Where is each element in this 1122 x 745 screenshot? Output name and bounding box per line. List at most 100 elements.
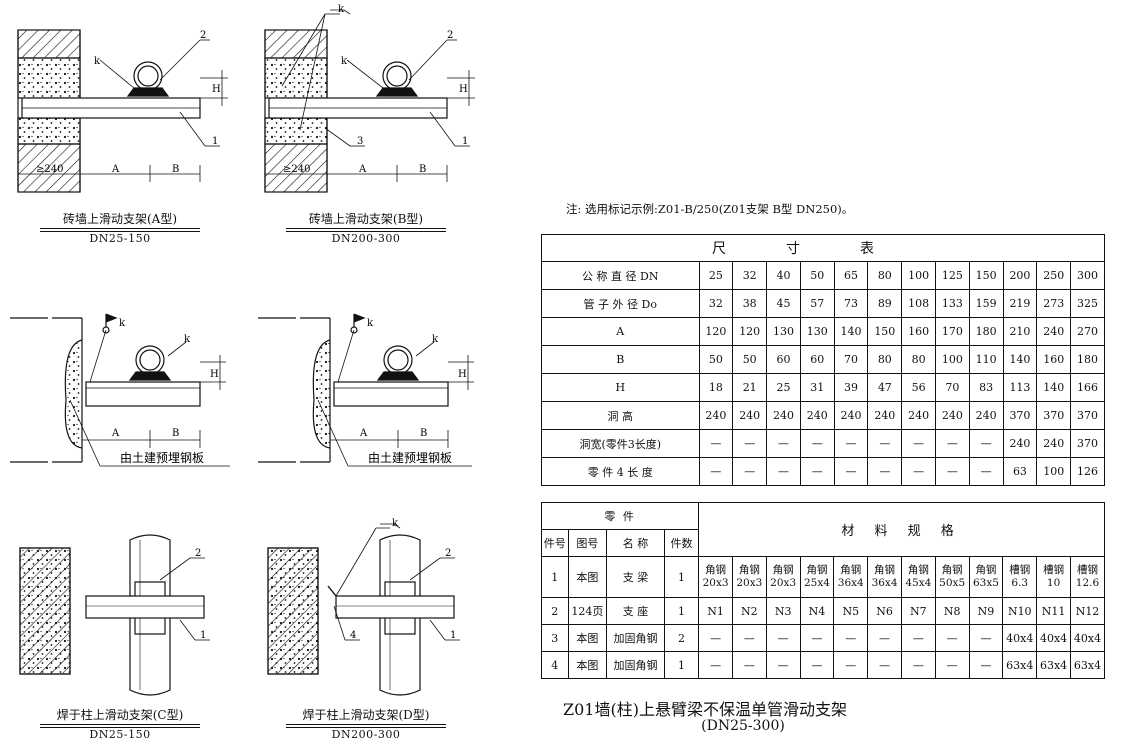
spec-cell: N1 [698, 597, 733, 625]
figure-a-subtitle: DN25-150 [40, 231, 200, 245]
figure-c-subtitle: DN25-150 [40, 727, 200, 741]
weld-k-a: k [94, 56, 101, 67]
table-cell: 100 [934, 345, 970, 374]
table-cell: 160 [1036, 345, 1072, 374]
table-cell: — [698, 457, 734, 486]
table-cell: 240 [968, 401, 1004, 430]
table-cell: 65 [833, 261, 869, 290]
table-cell: 83 [968, 373, 1004, 402]
table-cell: 80 [901, 345, 936, 374]
table-cell: 270 [1070, 317, 1105, 346]
weld-k-b: k [341, 56, 348, 67]
table-cell: 240 [732, 401, 768, 430]
spec-cell: N9 [968, 597, 1004, 625]
table-cell: 60 [766, 345, 801, 374]
table-cell: 273 [1036, 289, 1072, 318]
spec-cell: N2 [731, 597, 767, 625]
dim-a-a: A [111, 164, 120, 175]
table-cell: 56 [901, 373, 936, 402]
table-cell: 166 [1070, 373, 1105, 402]
part-1-d: 1 [450, 630, 456, 641]
table-cell: 80 [867, 261, 903, 290]
spec-cell: N3 [765, 597, 801, 625]
spec-cell: — [833, 651, 869, 679]
table-cell: — [867, 429, 903, 458]
spec-cell: N10 [1002, 597, 1038, 625]
table-cell: 240 [1002, 429, 1038, 458]
dim-a-left-middle: A [111, 428, 120, 439]
part-name: 支 梁 [606, 556, 665, 598]
column-header: 件数 [663, 529, 700, 557]
table-cell: 133 [934, 289, 970, 318]
spec-cell: — [765, 651, 801, 679]
dim-a-right-middle: A [359, 428, 368, 439]
spec-cell: — [934, 651, 970, 679]
table-cell: — [766, 457, 801, 486]
spec-cell: — [698, 624, 733, 652]
table-cell: 80 [867, 345, 903, 374]
spec-cell: N8 [934, 597, 970, 625]
figure-d-title: 焊于柱上滑动支架(D型) [286, 706, 446, 725]
table-cell: 130 [766, 317, 801, 346]
table-cell: 180 [1070, 345, 1105, 374]
weld-k-left-middle: k [119, 318, 126, 329]
table-cell: 170 [934, 317, 970, 346]
part-1-a: 1 [212, 136, 218, 147]
drawings-canvas: ≥240 A B H k 2 1 ≥240 A B H k k 2 1 3 [10, 4, 475, 696]
table-cell: 100 [901, 261, 936, 290]
part-2-d: 2 [445, 548, 451, 559]
table-cell: 89 [867, 289, 903, 318]
row-label: 洞宽(零件3长度) [541, 429, 700, 458]
dimension-table-title: 尺寸表 [541, 234, 1105, 262]
table-cell: — [799, 429, 835, 458]
table-cell: 50 [799, 261, 835, 290]
table-cell: — [732, 429, 768, 458]
column-header: 图号 [567, 529, 608, 557]
part-2-a: 2 [200, 30, 206, 41]
spec-cell: 40x4 [1002, 624, 1038, 652]
part-drawing: 本图 [567, 651, 608, 679]
selection-note: 注: 选用标记示例:Z01-B/250(Z01支架 B型 DN250)。 [566, 202, 854, 216]
table-cell: 47 [867, 373, 903, 402]
dimension-table-title-row: 尺寸表 [541, 234, 1105, 262]
figure-a [17, 29, 228, 193]
row-label: 零 件 4 长 度 [541, 457, 700, 486]
figure-d-caption: 焊于柱上滑动支架(D型) DN200-300 [286, 706, 446, 741]
figure-b [264, 9, 475, 193]
dim-b-left-middle: B [172, 428, 179, 439]
spec-cell: N12 [1070, 597, 1105, 625]
spec-cell: 40x4 [1070, 624, 1105, 652]
table-cell: 113 [1002, 373, 1038, 402]
dim-h-left-middle: H [210, 369, 219, 380]
spec-cell: — [799, 651, 835, 679]
wall-dim-b: ≥240 [283, 164, 310, 175]
table-cell: 370 [1070, 401, 1105, 430]
drawing-title: Z01墙(柱)上悬臂梁不保温单管滑动支架 [563, 700, 847, 719]
spec-cell: — [968, 651, 1004, 679]
part-drawing: 124页 [567, 597, 608, 625]
table-cell: 70 [833, 345, 869, 374]
table-cell: 25 [766, 373, 801, 402]
figure-left-middle [10, 313, 230, 467]
row-label: 洞 高 [541, 401, 700, 430]
row-label: 公 称 直 径 DN [541, 261, 700, 290]
spec-cell: 63x4 [1036, 651, 1071, 679]
table-cell: — [901, 457, 936, 486]
spec-cell: N4 [799, 597, 835, 625]
dim-a-b: A [358, 164, 367, 175]
spec-cell: 40x4 [1036, 624, 1071, 652]
table-cell: 120 [698, 317, 734, 346]
table-cell: — [698, 429, 734, 458]
table-cell: — [968, 457, 1004, 486]
wall-dim-a: ≥240 [36, 164, 63, 175]
row-label: A [541, 317, 700, 346]
table-cell: 73 [833, 289, 869, 318]
spec-cell: — [934, 624, 970, 652]
plate-label-left: 由土建预埋钢板 [120, 451, 204, 465]
weld-k-right-middle2: k [432, 334, 439, 345]
